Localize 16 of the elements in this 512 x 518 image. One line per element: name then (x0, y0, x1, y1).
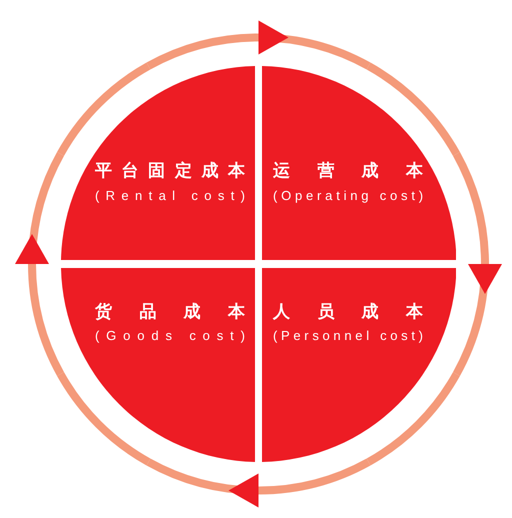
sector-subtitle: (Rental cost) (94, 188, 245, 204)
cycle-arrow (15, 152, 64, 376)
sector-subtitle: (Personnel cost) (273, 328, 423, 344)
cycle-arrow (146, 20, 370, 70)
cycle-arrow (452, 152, 502, 376)
quadrant-sector (262, 66, 456, 260)
sector-title: 运营成本 (273, 160, 423, 181)
sector-title: 货品成本 (94, 302, 245, 322)
sector-title: 人员成本 (273, 302, 423, 322)
sector-subtitle: (Goods cost) (94, 328, 245, 344)
quadrant-sector (262, 268, 456, 462)
quadrant-sector (60, 66, 255, 260)
cycle-arrow (146, 458, 370, 508)
sector-title: 平台固定成本 (94, 160, 245, 181)
sector-subtitle: (Operating cost) (273, 188, 423, 204)
quadrant-sector (60, 268, 255, 462)
